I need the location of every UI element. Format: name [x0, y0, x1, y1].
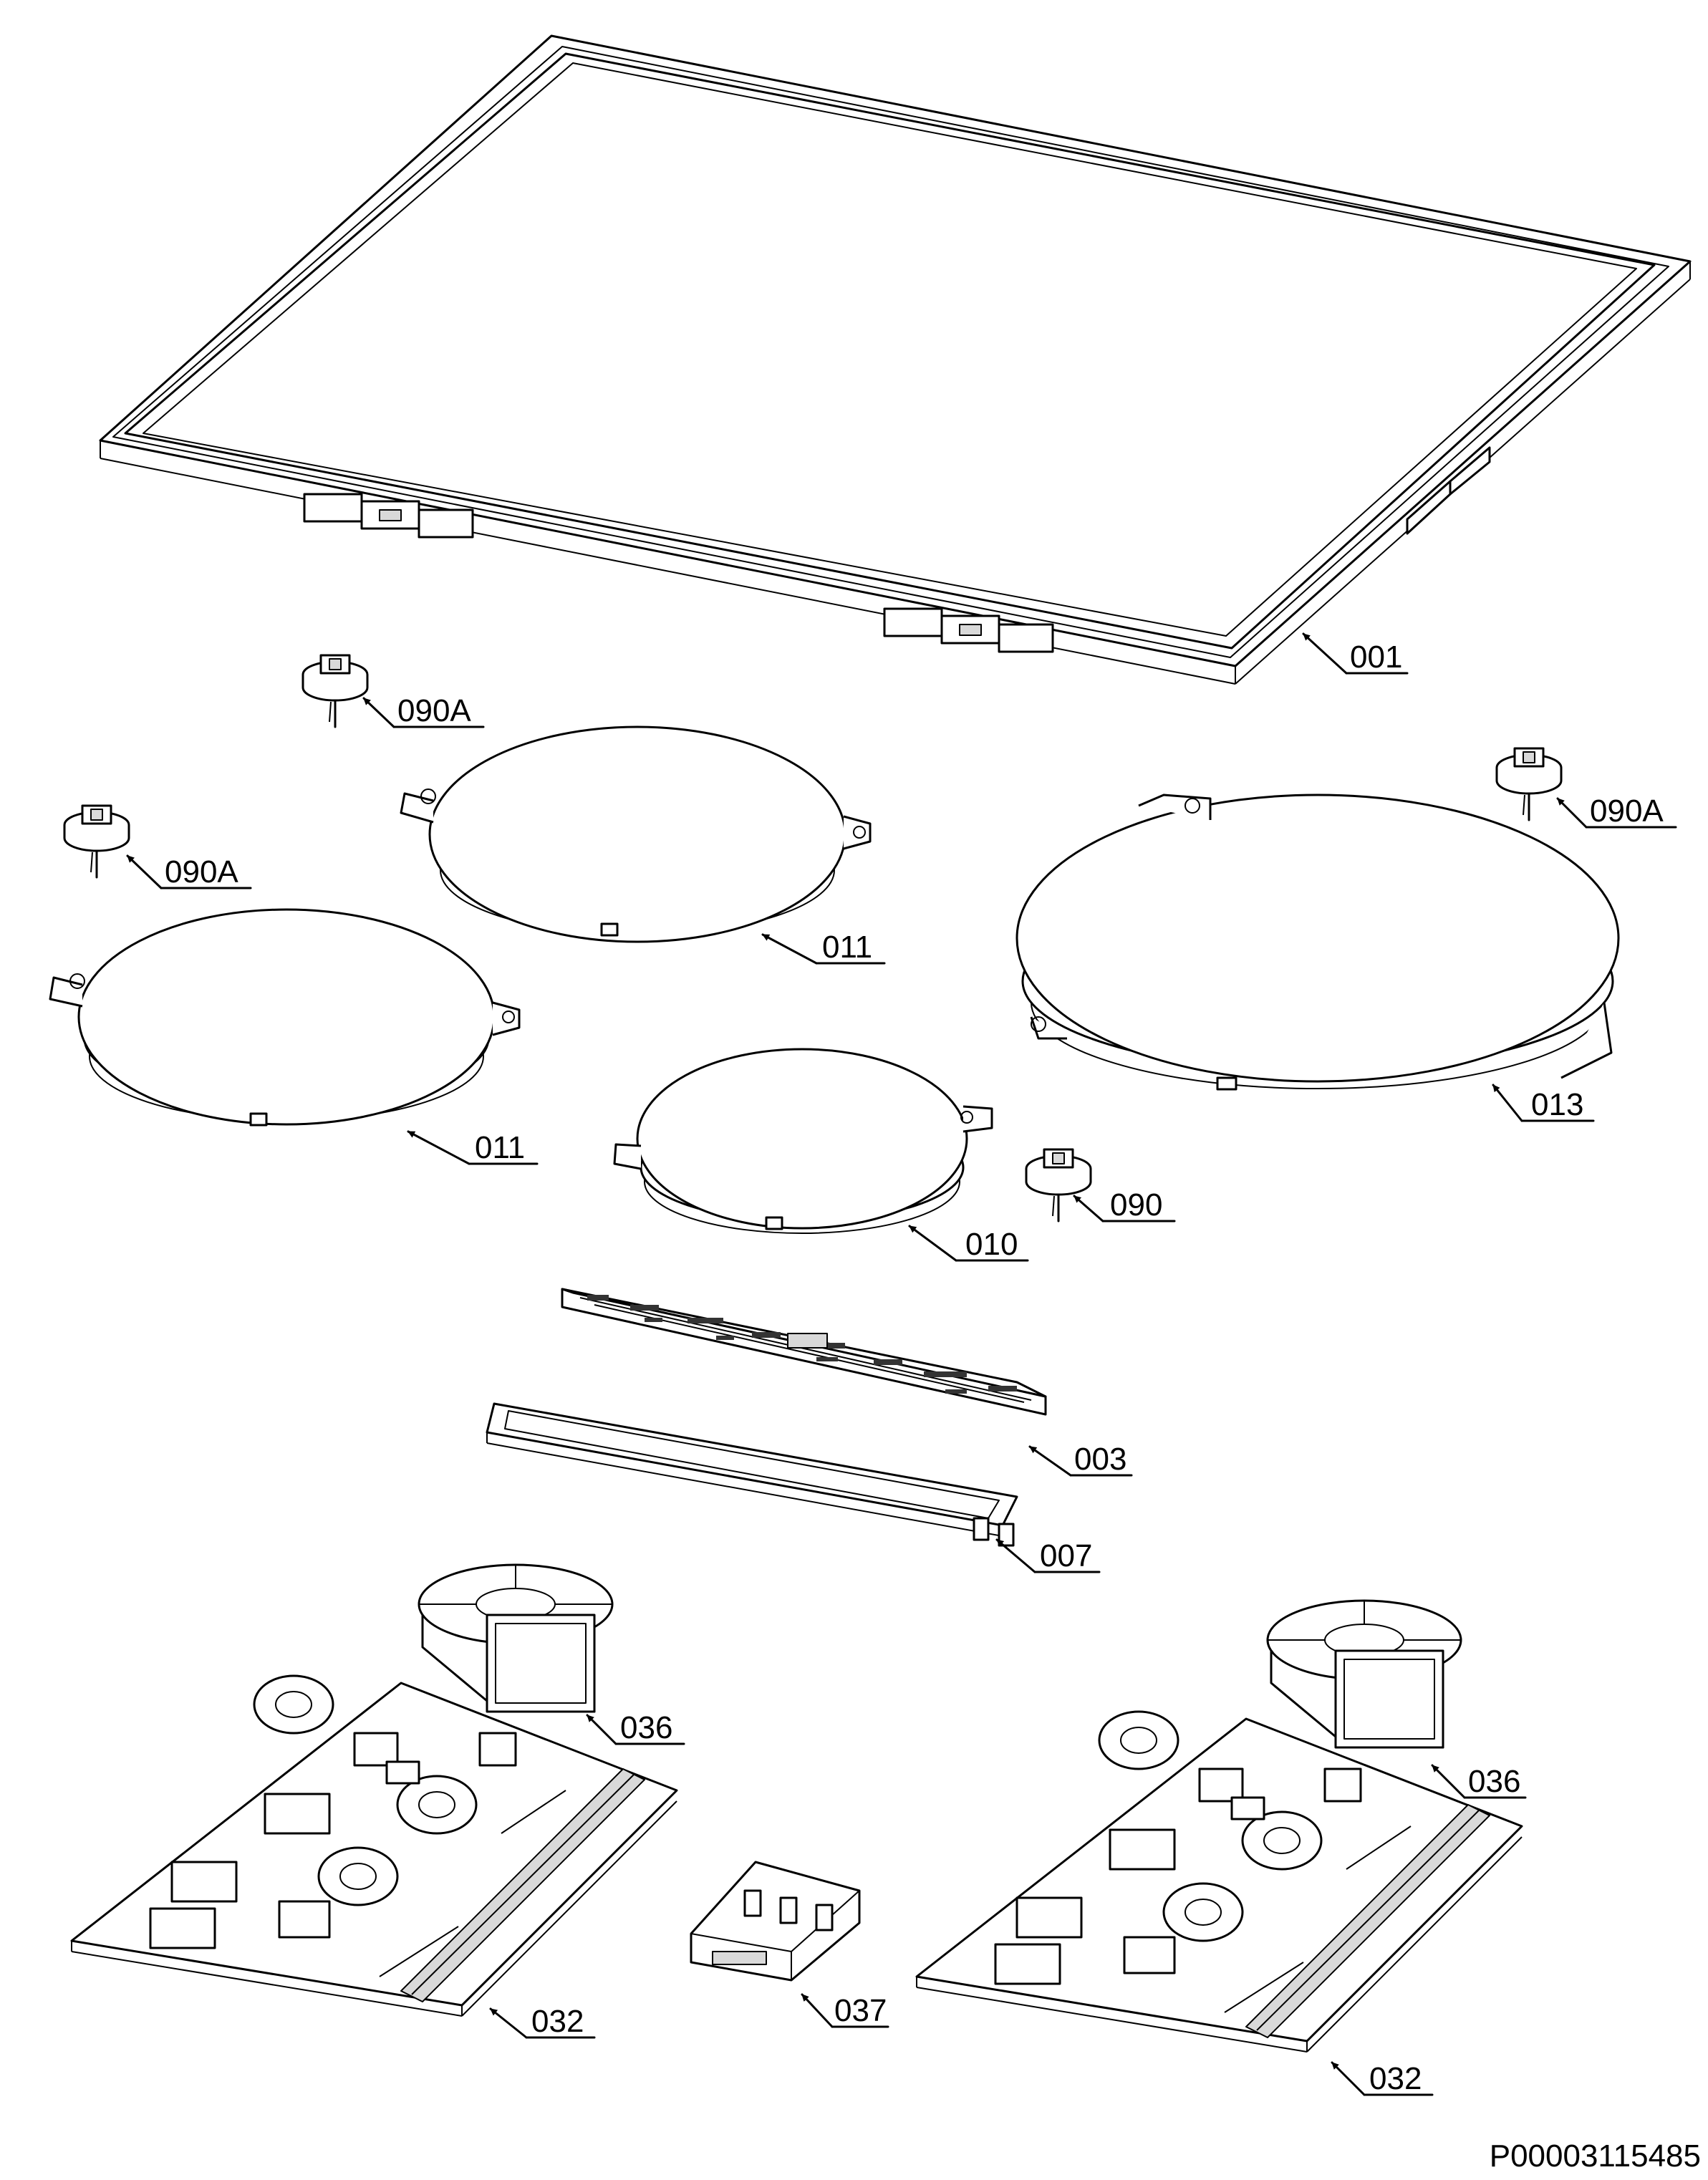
- callout-leader-003: [1028, 1445, 1133, 1477]
- filter-module: [690, 1861, 861, 1982]
- callout-leader-090a-right: [1556, 797, 1677, 829]
- callout-leader-090a-top: [362, 697, 485, 728]
- power-board: [915, 1710, 1523, 2053]
- callout-leader-032-right: [1331, 2061, 1434, 2096]
- induction-coil-medium: [49, 908, 521, 1127]
- callout-labels: 001 090A 090A 090A 011 011 013 010 090 0…: [165, 640, 1664, 2096]
- power-board: [70, 1674, 678, 2017]
- callout-label-013: 013: [1531, 1087, 1583, 1122]
- callout-leader-036-right: [1431, 1764, 1527, 1799]
- callout-label-037: 037: [834, 1993, 887, 2028]
- callout-leader-011-front: [407, 1130, 539, 1165]
- temperature-sensor-icon: [301, 654, 369, 728]
- callout-label-007: 007: [1040, 1538, 1092, 1573]
- callout-leader-010: [908, 1225, 1029, 1262]
- glass-clips-side: [1406, 446, 1491, 535]
- callout-leader-036-left: [586, 1714, 685, 1745]
- callout-leader-013: [1492, 1084, 1595, 1122]
- induction-coil-large: [1015, 794, 1620, 1091]
- callout-leader-090a-left: [126, 854, 252, 889]
- callout-label-032-left: 032: [531, 2004, 584, 2039]
- control-board: [561, 1288, 1047, 1416]
- cooktop-glass-panel: [99, 34, 1692, 685]
- callout-leader-032-left: [489, 2007, 596, 2039]
- callout-label-003: 003: [1074, 1442, 1126, 1477]
- temperature-sensor-icon: [1495, 747, 1563, 821]
- glass-clips-right: [883, 607, 1054, 653]
- induction-coil-medium: [400, 725, 872, 943]
- induction-coil-small: [613, 1048, 993, 1234]
- callout-leaders: [126, 632, 1677, 2096]
- temperature-sensor-icon: [1025, 1148, 1092, 1222]
- callout-label-011-rear: 011: [822, 930, 872, 965]
- cooling-fan: [1266, 1599, 1462, 1749]
- callout-label-090a-left: 090A: [165, 854, 238, 889]
- document-id: P00003115485: [1490, 2138, 1701, 2174]
- temperature-sensor-icon: [63, 804, 130, 879]
- callout-label-010: 010: [965, 1227, 1018, 1262]
- board-frame: [486, 1402, 1018, 1547]
- callout-leader-007: [995, 1538, 1101, 1573]
- callout-label-001: 001: [1350, 640, 1402, 675]
- heatsink: [1245, 1804, 1490, 2038]
- callout-label-011-front: 011: [475, 1130, 525, 1165]
- callout-label-090: 090: [1110, 1187, 1162, 1222]
- callout-leader-011-rear: [761, 933, 886, 965]
- callout-label-032-right: 032: [1369, 2061, 1422, 2096]
- callout-label-036-left: 036: [620, 1710, 672, 1745]
- heatsink: [400, 1768, 645, 2002]
- callout-leader-001: [1302, 632, 1409, 675]
- callout-label-090a-top: 090A: [397, 693, 471, 728]
- callout-label-036-right: 036: [1468, 1764, 1520, 1799]
- glass-clips-left: [303, 493, 474, 539]
- callout-leader-037: [801, 1993, 889, 2028]
- callout-label-090a-right: 090A: [1590, 794, 1664, 829]
- cooling-fan: [418, 1563, 614, 1713]
- callout-leader-090: [1073, 1195, 1176, 1222]
